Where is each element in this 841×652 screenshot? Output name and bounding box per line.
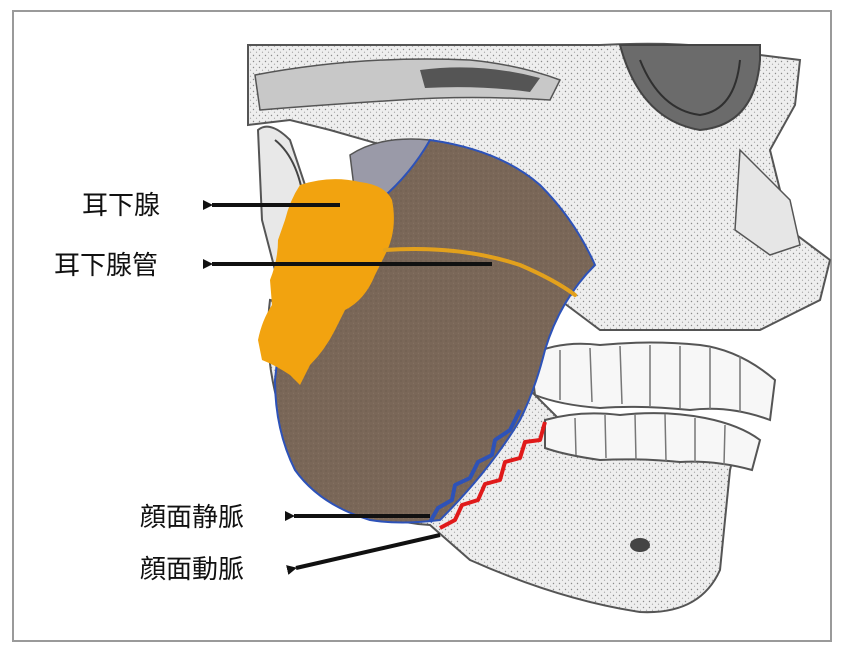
parotid-duct-label: 耳下腺管 [54, 251, 158, 281]
facial-vein-label: 顔面静脈 [140, 503, 244, 533]
facial-artery-arrow [296, 535, 440, 568]
facial-artery-label: 顔面動脈 [140, 555, 244, 585]
mental-foramen [630, 538, 650, 552]
upper-teeth [530, 343, 775, 421]
parotid-gland-label: 耳下腺 [82, 191, 160, 221]
